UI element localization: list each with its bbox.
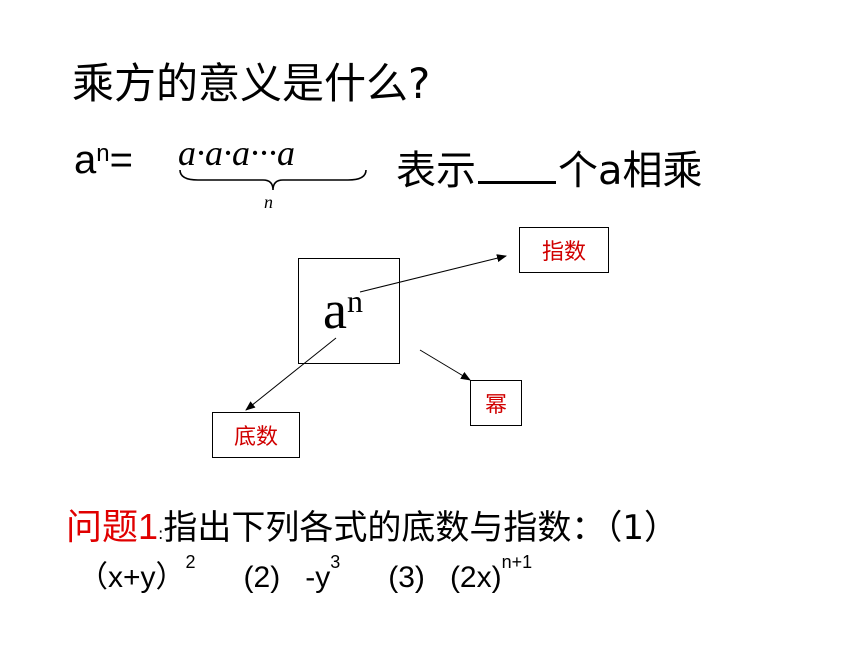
item3-exponent: n+1 xyxy=(501,552,533,572)
product-expression: a·a·a···a xyxy=(178,133,295,173)
power-base: a xyxy=(323,280,347,340)
problem-title: 问题1 xyxy=(66,506,159,547)
brace-count-label: n xyxy=(264,192,273,212)
answer-blank[interactable] xyxy=(478,147,556,184)
power-expression: an xyxy=(323,279,363,341)
item2-label: (2) xyxy=(243,561,281,594)
meaning-text: 表示 个a相乘 xyxy=(396,138,703,196)
question-heading: 乘方的意义是什么? xyxy=(72,59,431,108)
arrow-to-power xyxy=(419,349,471,381)
power-exponent: n xyxy=(346,283,363,319)
item1-base: （x+y） xyxy=(78,561,186,594)
arrow-to-exponent xyxy=(359,254,507,293)
power-label-box: 幂 xyxy=(470,380,522,426)
item3-label: (3) xyxy=(388,561,425,594)
problem-text: 指出下列各式的底数与指数：（1） xyxy=(163,508,679,548)
item2-exponent: 3 xyxy=(330,552,341,572)
item2-base: -y xyxy=(305,561,331,594)
problem-items: （x+y）2 (2) -y3 (3) (2x)n+1 xyxy=(78,552,532,596)
formula-exponent: n xyxy=(96,140,110,167)
formula-equals: = xyxy=(109,138,133,182)
formula-base: a xyxy=(74,138,97,182)
item1-exponent: 2 xyxy=(185,552,196,572)
base-label-box: 底数 xyxy=(212,412,300,458)
item3-base: (2x) xyxy=(449,561,502,594)
arrow-to-base xyxy=(245,337,337,411)
power-box: an xyxy=(298,258,400,364)
meaning-suffix: 个a相乘 xyxy=(558,148,703,194)
problem-statement: 问题1:指出下列各式的底数与指数：（1） xyxy=(66,498,678,550)
meaning-prefix: 表示 xyxy=(396,148,476,194)
exponent-label-box: 指数 xyxy=(519,227,609,273)
underbrace-icon xyxy=(179,169,367,191)
problem-colon: : xyxy=(158,524,164,543)
formula-lhs: an= xyxy=(74,138,133,183)
